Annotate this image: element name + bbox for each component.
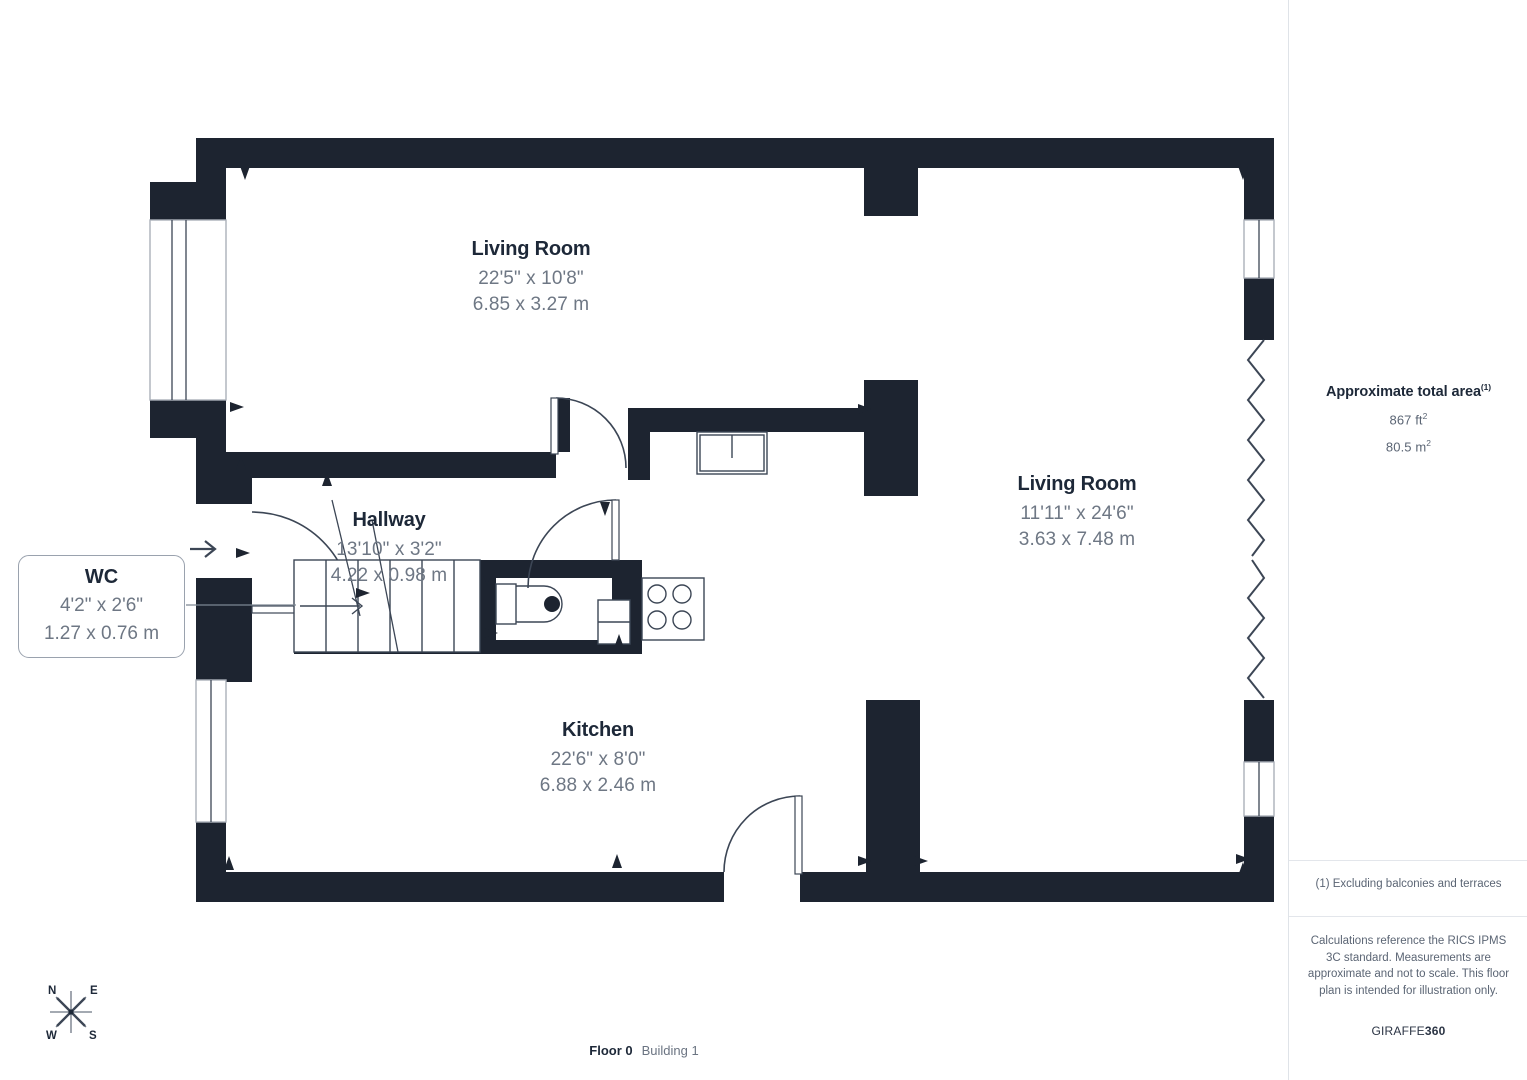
room-dimension-imperial: 4'2" x 2'6" <box>59 595 144 616</box>
room-name: Hallway <box>352 509 426 531</box>
compass-label-south: S <box>89 1030 97 1042</box>
total-area-sqft: 867 ft2 <box>1389 410 1428 428</box>
room-dimension-metric: 6.85 x 3.27 m <box>472 294 590 315</box>
panel-divider-top <box>1289 860 1527 861</box>
room-name: WC <box>84 566 119 588</box>
room-dimension-metric: 6.88 x 2.46 m <box>539 775 657 796</box>
brand-logo: GIRAFFE360 <box>1371 1024 1446 1038</box>
sink-fixture <box>696 431 768 475</box>
dimension-ticks <box>224 166 1250 876</box>
floor-plan-drawing <box>149 138 1275 902</box>
disclaimer-text: Calculations reference the RICS IPMS 3C … <box>1307 935 1510 998</box>
footer: Floor 0 Building 1 <box>0 1043 1288 1058</box>
panel-divider-bottom <box>1289 916 1527 917</box>
room-dimension-imperial: 22'5" x 10'8" <box>478 268 584 289</box>
room-dimension-metric: 4.22 x 0.98 m <box>330 565 448 586</box>
walls <box>150 138 1274 902</box>
room-label-hallway: Hallway 13'10" x 3'2" 4.22 x 0.98 m <box>331 509 447 587</box>
room-dimension-imperial: 22'6" x 8'0" <box>550 749 646 770</box>
room-name: Kitchen <box>562 719 634 741</box>
compass-label-west: W <box>46 1030 57 1042</box>
cooker-hob-fixture <box>641 577 705 641</box>
cabinet-fixture <box>597 599 631 645</box>
windows <box>149 219 1275 823</box>
room-label-living-room-1: Living Room 22'5" x 10'8" 6.85 x 3.27 m <box>472 238 591 316</box>
total-area-title: Approximate total area(1) <box>1325 382 1492 400</box>
entrance-arrow <box>190 540 217 558</box>
room-name: Living Room <box>1017 473 1137 495</box>
total-area-sqm: 80.5 m2 <box>1385 438 1432 455</box>
open-boundary-zigzag <box>1246 339 1266 699</box>
room-label-wc-callout: WC 4'2" x 2'6" 1.27 x 0.76 m <box>18 555 185 658</box>
footnote-marker: (1) <box>1480 382 1492 392</box>
room-label-kitchen: Kitchen 22'6" x 8'0" 6.88 x 2.46 m <box>540 719 656 797</box>
info-panel: Approximate total area(1) 867 ft2 80.5 m… <box>1288 0 1527 1080</box>
building-label: Building 1 <box>641 1043 699 1058</box>
room-dimension-imperial: 11'11" x 24'6" <box>1020 503 1134 524</box>
compass-rose: N E W S <box>46 985 98 1042</box>
floor-label: Floor 0 <box>589 1043 633 1058</box>
compass-label-north: N <box>48 985 56 997</box>
room-name: Living Room <box>471 238 591 260</box>
room-label-living-room-2: Living Room 11'11" x 24'6" 3.63 x 7.48 m <box>1018 473 1137 551</box>
total-area-block: Approximate total area(1) 867 ft2 80.5 m… <box>1289 382 1527 454</box>
room-dimension-metric: 3.63 x 7.48 m <box>1018 529 1136 550</box>
footnote-text: (1) Excluding balconies and terraces <box>1315 878 1502 890</box>
toilet-fixture <box>495 583 563 625</box>
room-dimension-imperial: 13'10" x 3'2" <box>336 539 442 560</box>
room-dimension-metric: 1.27 x 0.76 m <box>43 623 160 644</box>
stairs <box>293 499 481 653</box>
compass-label-east: E <box>90 985 98 997</box>
